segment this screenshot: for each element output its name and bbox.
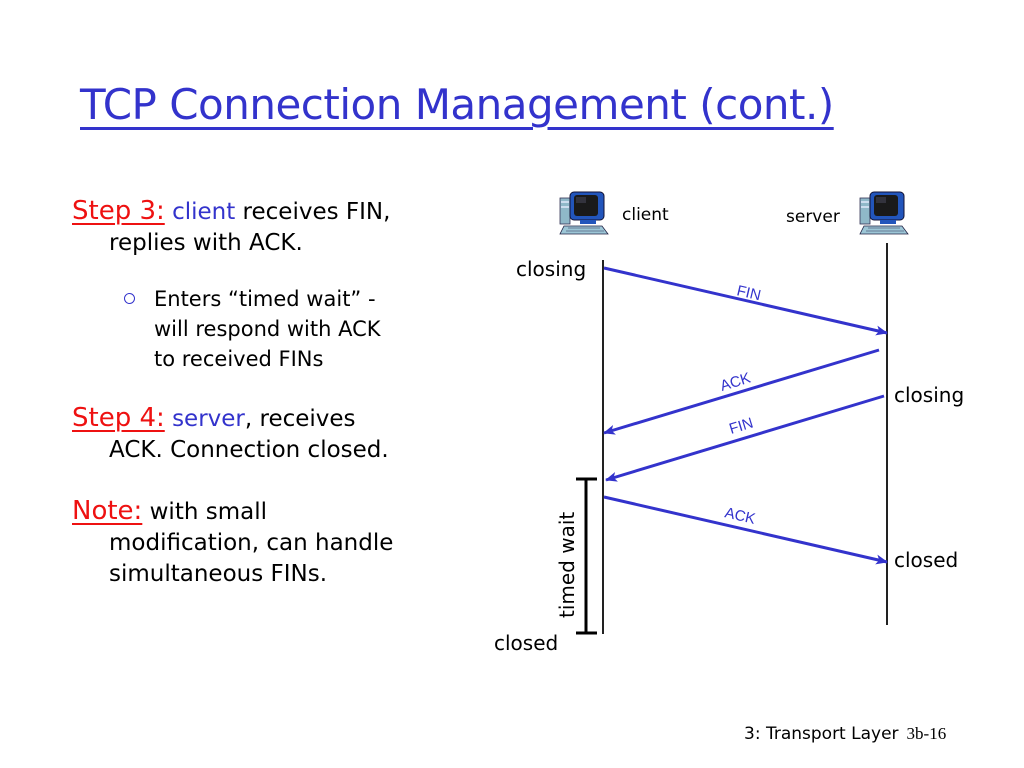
fin-arrow-client-to-server xyxy=(603,266,888,336)
message-label-fin: FIN xyxy=(735,282,762,304)
server-state-closing: closing xyxy=(894,383,964,407)
client-computer-icon xyxy=(559,191,609,235)
note-heading: Note: xyxy=(72,496,143,526)
note-paragraph: Note: with small modification, can handl… xyxy=(72,496,393,590)
ack-arrow-client-to-server xyxy=(603,495,888,565)
step4-server-term: server xyxy=(172,406,245,432)
slide-title: TCP Connection Management (cont.) xyxy=(80,80,834,129)
hollow-circle-bullet-icon xyxy=(124,293,135,304)
bullet-line: to received FINs xyxy=(154,347,324,371)
client-host-label: client xyxy=(622,205,669,225)
step3-text: receives FIN, xyxy=(235,199,391,225)
bullet-line: Enters “timed wait” - xyxy=(154,287,376,311)
note-line: modification, can handle xyxy=(109,530,394,556)
server-state-closed: closed xyxy=(894,548,958,572)
note-line: simultaneous FINs. xyxy=(109,561,328,587)
slide-footer: 3: Transport Layer 3b-16 xyxy=(744,724,946,744)
step4-text: , receives xyxy=(244,406,356,432)
step3-bullet: Enters “timed wait” - will respond with … xyxy=(124,284,381,374)
step4-line2: ACK. Connection closed. xyxy=(109,437,389,463)
step3-line2: replies with ACK. xyxy=(109,230,303,256)
step4-paragraph: Step 4: server, receives ACK. Connection… xyxy=(72,403,389,466)
client-state-closed: closed xyxy=(494,631,558,655)
client-state-closing: closing xyxy=(516,257,586,281)
ack-arrow-server-to-client xyxy=(603,348,880,435)
server-host-label: server xyxy=(786,207,840,227)
footer-chapter: 3: Transport Layer xyxy=(744,724,899,744)
server-computer-icon xyxy=(859,191,909,235)
step4-heading: Step 4: xyxy=(72,403,165,433)
message-label-ack: ACK xyxy=(723,504,757,528)
message-label-fin: FIN xyxy=(727,415,755,438)
step3-client-term: client xyxy=(172,199,236,225)
footer-page-number: 3b-16 xyxy=(906,724,947,743)
bullet-line: will respond with ACK xyxy=(154,317,381,341)
note-text: with small xyxy=(142,499,267,525)
step3-heading: Step 3: xyxy=(72,196,165,226)
fin-arrow-server-to-client xyxy=(605,394,885,482)
timed-wait-label: timed wait xyxy=(555,512,579,618)
step3-paragraph: Step 3: client receives FIN, replies wit… xyxy=(72,196,390,259)
